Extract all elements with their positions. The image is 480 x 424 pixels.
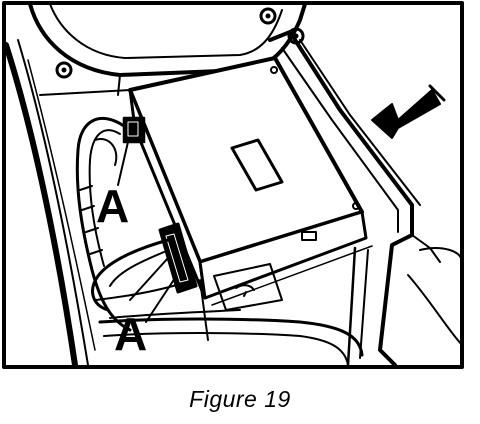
body-panel-left [3,39,96,368]
figure-border [2,1,464,369]
figure-caption: Figure 19 [189,386,291,412]
callout-a-upper: A [96,180,129,232]
module-unit [128,56,373,306]
mounting-bolt-icon [55,7,305,79]
floor-tray [98,263,364,366]
callout-a-lower: A [114,308,147,360]
arrow-pointer-icon [371,84,446,139]
side-rail-bracket [268,30,463,367]
upper-connector [122,116,146,144]
upper-cowl-panel [28,2,307,96]
callout-leader-lines [117,141,176,323]
technical-illustration: A A [2,1,464,369]
illustration-canvas: A A [2,1,464,369]
